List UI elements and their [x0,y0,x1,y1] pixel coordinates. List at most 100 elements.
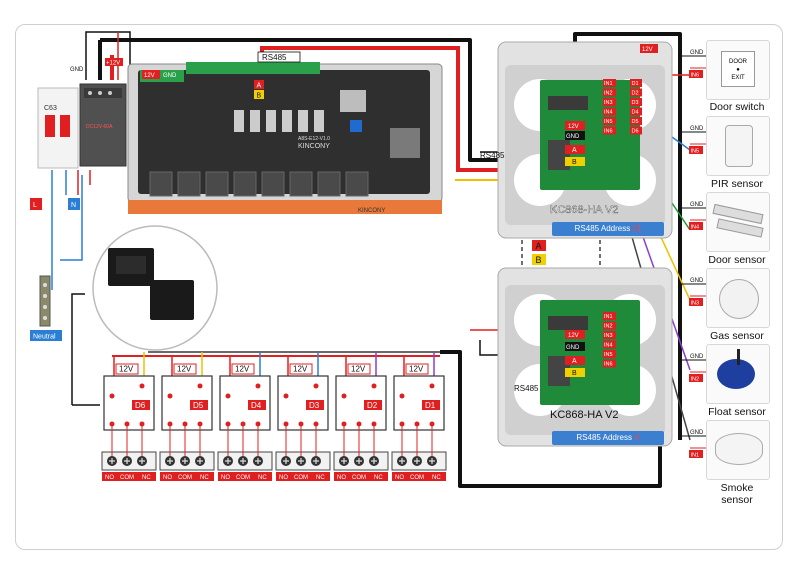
sensor-gnd-label: GND [690,126,704,132]
relay-d-label: D4 [251,401,262,410]
relay-pin [197,383,203,389]
module-out-label: D4 [632,110,639,116]
relay-pin [255,383,261,389]
legend-b-label: B [536,255,542,265]
breaker-label: C63 [44,105,57,112]
module-in-label: IN3 [604,100,613,106]
terminal-no-label: NO [337,475,346,481]
sensor-in-tag [689,450,703,458]
relay-v12-label: 12V [119,365,134,374]
module-out-tag [630,107,642,116]
module-2-title: KC868-HA V2 [550,409,618,421]
terminal-label-bar [334,472,388,481]
line-N-tag [68,198,80,210]
sensor-in-tag [689,70,703,78]
terminal-com-label: COM [294,475,308,481]
module-2-address-value: X [634,433,640,442]
legend-b-tag [532,254,546,265]
module-out-label: D3 [632,100,639,106]
kincony-label: KINCONY [298,143,330,150]
module-in-tag [603,88,616,97]
relay-pin [371,383,377,389]
module-out-label: D6 [632,129,639,135]
relay-pin [167,393,173,399]
board-b-label: B [257,93,262,100]
relay-v12-tag [231,363,255,375]
relay-pin [341,393,347,399]
door-switch-image: DOOR ● EXIT [706,40,770,100]
sensor-gnd-label: GND [690,50,704,56]
psu-label: DC12V-60A [86,124,113,130]
terminal-label-bar [160,472,214,481]
board-v12-tag [142,70,160,79]
module-2-terminal-tags [565,330,585,377]
terminal-label-bar [102,472,156,481]
relay-pin [313,383,319,389]
module-1-address: RS485 Address 01 [552,222,664,236]
module-1-title: KC868-HA V2 [550,204,618,216]
relay-v12-label: 12V [409,365,424,374]
module-1-v12: 12V [568,124,579,130]
sensor-in-label: IN5 [691,149,700,155]
sensor-gnd-label: GND [690,354,704,360]
terminal-com-label: COM [410,475,424,481]
module-out-tag [630,79,642,87]
relay-d-label: D3 [309,401,320,410]
module-2-in-label: IN3 [604,333,613,339]
relay-d-tag [364,400,382,410]
gnd-top-label: GND [70,67,84,73]
terminal-nc-label: NC [142,475,151,481]
module-2-a: A [572,358,577,365]
module-in-tag [603,107,616,116]
relay-d-tag [132,400,150,410]
module-in-tag [603,117,616,125]
rs485-top-label: RS485 [262,53,287,62]
module-2-in-label: IN5 [604,352,613,358]
neutral-tag [30,330,62,341]
relay-d-label: D2 [367,401,378,410]
module-in-label: IN6 [604,129,613,135]
terminal-com-label: COM [178,475,192,481]
door-exit-icon: ● [736,67,740,73]
terminal-nc-label: NC [432,475,441,481]
relay-v12-tag [173,363,197,375]
v12-right-tag [640,44,658,53]
kincony-label-bottom: KINCONY [358,208,385,214]
module-in-tag [603,98,616,106]
relay-v12-tag [115,363,139,375]
relay-d-label: D1 [425,401,436,410]
terminal-label-bar [218,472,272,481]
module-2-address: RS485 Address X [552,431,664,445]
board-b-tag [254,90,264,99]
module-in-label: IN5 [604,119,613,125]
gas-sensor-image [706,268,770,328]
sensor-gnd-label: GND [690,278,704,284]
terminal-nc-label: NC [374,475,383,481]
module-in-tag [603,126,616,135]
sensor-in-label: IN4 [691,225,700,231]
module-out-label: D1 [632,81,639,87]
module-1-terminal-tags [565,121,585,166]
sensor-name-smoke-sensor: Smoke sensor [720,482,754,506]
module-2-in-label: IN1 [604,314,613,320]
relay-v12-label: 12V [177,365,192,374]
door-exit-text-1: DOOR [729,59,747,65]
relay-v12-tag [405,363,429,375]
module-2-in-label: IN4 [604,343,613,349]
terminal-no-label: NO [105,475,114,481]
module-1-gnd: GND [566,134,580,140]
pir-sensor-image [706,116,770,176]
door-sensor-image [706,192,770,252]
module-2-in-tag [603,321,616,330]
relay-d-tag [248,400,266,410]
sensor-in-tag [689,222,703,230]
relay-pin [139,383,145,389]
relay-v12-tag [289,363,313,375]
module-in-label: IN2 [604,91,613,97]
line-L-label: L [33,202,37,209]
relay-v12-label: 12V [235,365,250,374]
rs485-low-label: RS485 [514,384,539,393]
